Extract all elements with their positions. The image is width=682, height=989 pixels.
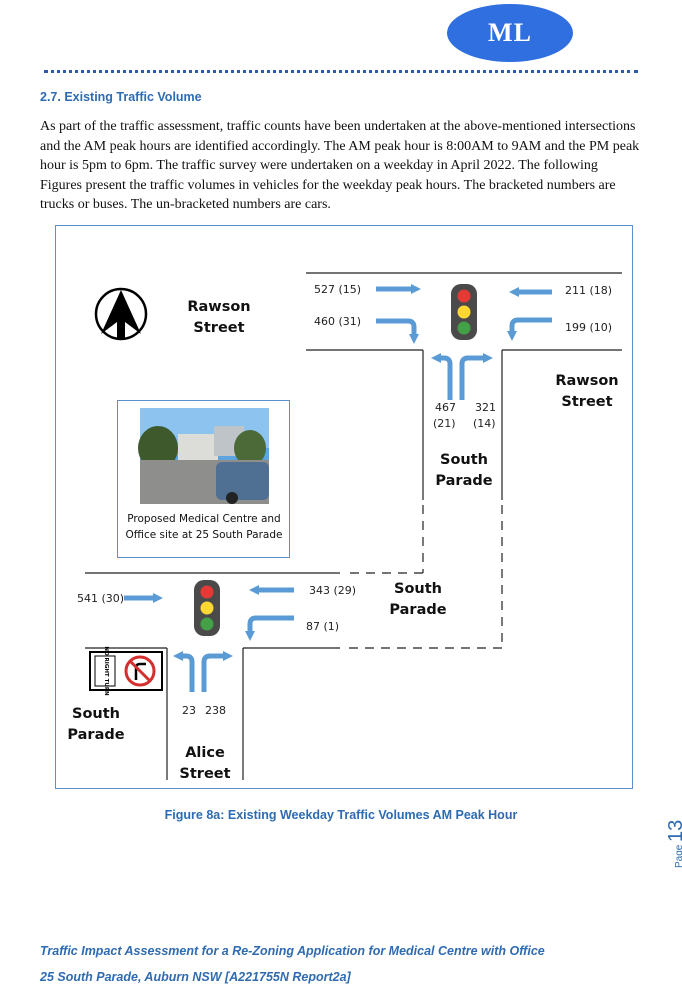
volume-label: 460 (31) [314,315,362,328]
footer-line-2: 25 South Parade, Auburn NSW [A221755N Re… [40,970,351,984]
header-divider [44,70,638,73]
rawson-west-right-arrow [376,318,419,344]
company-logo: ML [447,4,573,62]
sign-text: NO RIGHT TURN [103,646,109,696]
road-edges-upper [306,272,622,500]
figure-caption: Figure 8a: Existing Weekday Traffic Volu… [164,808,518,822]
alice-right-arrow [201,651,233,692]
traffic-light-upper-icon [451,284,477,340]
street-name-alice: Alice Street [179,745,231,782]
volume-label: 321 [475,401,496,414]
road-edges-dashed [343,505,503,649]
volume-label: (21) [433,417,456,430]
volume-label: 199 (10) [565,321,613,334]
volume-label: 343 (29) [309,584,357,597]
volume-label: (14) [473,417,496,430]
traffic-light-lower-icon [194,580,220,636]
volume-label: 467 [435,401,456,414]
north-arrow-icon [94,287,148,341]
street-name-south-parade-west: South Parade [67,706,125,743]
volume-label: 23 [182,704,196,717]
street-name-south-parade-mid: South Parade [389,581,447,618]
street-name-south-parade-north: South Parade [435,452,493,489]
volume-label: 87 (1) [306,620,340,633]
intro-paragraph: As part of the traffic assessment, traff… [40,119,640,213]
figure-frame [55,225,633,789]
footer-line-1: Traffic Impact Assessment for a Re-Zonin… [40,944,545,958]
south-parade-right-arrow [459,353,493,400]
south-parade-left-arrow [431,353,453,400]
section-heading: 2.7. Existing Traffic Volume [40,90,202,104]
photo-caption: Proposed Medical Centre and Office site … [125,513,283,541]
sp-east-left-arrow [245,615,294,641]
street-name-rawson-east: Rawson Street [555,373,619,410]
road-edges-lower [85,572,340,780]
volume-label: 541 (30) [77,592,125,605]
no-right-turn-sign-icon: NO RIGHT TURN [89,646,163,696]
street-name-rawson-west: Rawson Street [187,299,251,336]
volume-label: 238 [205,704,226,717]
volume-label: 527 (15) [314,283,362,296]
rawson-east-left-arrow [507,317,552,341]
alice-left-arrow [173,651,195,692]
volume-label: 211 (18) [565,284,613,297]
